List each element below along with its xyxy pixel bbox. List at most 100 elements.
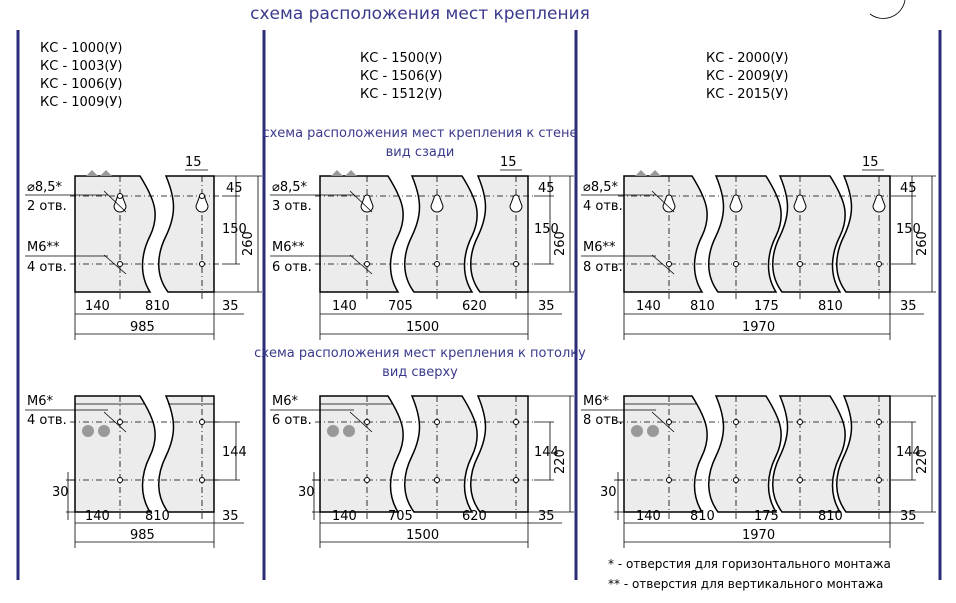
ceiling-seg-3-2: 810	[690, 509, 715, 524]
corner-arc	[869, 0, 906, 19]
ceiling-dim-total-3: 220	[915, 449, 930, 474]
wall-total-1: 985	[130, 320, 155, 335]
ceiling-vdims-2: 144 220	[520, 395, 574, 513]
wall-panel-1970	[618, 170, 896, 300]
ceiling-dim-mid-1: 144	[222, 445, 247, 460]
wall-thread-3: М6**	[583, 240, 616, 255]
model-3-2: КС - 2009(У)	[706, 69, 788, 84]
ceiling-labels-1: М6* 4 отв. 30	[25, 394, 108, 520]
wall-dim-top-2: 45	[538, 181, 555, 196]
wall-vdims-3: 45 150 260 15	[862, 155, 936, 293]
ceiling-seg-1-3: 35	[222, 509, 239, 524]
wall-total-3: 1970	[742, 320, 775, 335]
ceiling-seg-2-1: 140	[332, 509, 357, 524]
ceiling-seg-3-1: 140	[636, 509, 661, 524]
ceiling-hdims-3: 140 810 175 810 35 1970	[623, 509, 924, 548]
wall-hdims-1: 140 810 35 985	[74, 292, 244, 340]
wall-seg-3-5: 35	[900, 299, 917, 314]
wall-heading: схема расположения мест крепления к стен…	[262, 126, 577, 141]
wall-seg-3-2: 810	[690, 299, 715, 314]
wall-seg-3-1: 140	[636, 299, 661, 314]
wall-hole-d-2: ⌀8,5*	[272, 180, 308, 195]
wall-dim-total-3: 260	[915, 231, 930, 256]
model-1-4: КС - 1009(У)	[40, 95, 122, 110]
wall-total-2: 1500	[406, 320, 439, 335]
wall-hole-count-a-2: 3 отв.	[272, 199, 312, 214]
ceiling-labels-3: М6* 8 отв. 30	[581, 394, 656, 520]
wall-hole-count-a-1: 2 отв.	[27, 199, 67, 214]
wall-seg-1-1: 140	[85, 299, 110, 314]
wall-panel-1500	[315, 170, 534, 300]
wall-seg-2-1: 140	[332, 299, 357, 314]
ceiling-vdims-1: 144	[206, 421, 247, 481]
ceiling-offset-1: 30	[52, 485, 69, 500]
ceiling-total-3: 1970	[742, 528, 775, 543]
ceiling-thread-1: М6*	[27, 394, 53, 409]
wall-subheading: вид сзади	[386, 145, 455, 160]
ceiling-seg-3-5: 35	[900, 509, 917, 524]
wall-seg-3-3: 175	[754, 299, 779, 314]
ceiling-seg-2-3: 620	[462, 509, 487, 524]
wall-seg-3-4: 810	[818, 299, 843, 314]
ceiling-count-2: 6 отв.	[272, 413, 312, 428]
models-group-1: КС - 1000(У) КС - 1003(У) КС - 1006(У) К…	[40, 41, 122, 110]
ceiling-offset-3: 30	[600, 485, 617, 500]
model-1-1: КС - 1000(У)	[40, 41, 122, 56]
wall-seg-1-3: 35	[222, 299, 239, 314]
wall-thread-2: М6**	[272, 240, 305, 255]
ceiling-seg-2-4: 35	[538, 509, 555, 524]
diagram-title: схема расположения мест крепления	[250, 4, 590, 24]
footnote-horizontal: * - отверстия для горизонтального монтаж…	[608, 557, 891, 571]
wall-seg-2-2: 705	[388, 299, 413, 314]
ceiling-dim-mid-3: 144	[896, 445, 921, 460]
ceiling-vdims-3: 144 220	[882, 395, 936, 513]
wall-dim-mid-2: 150	[534, 222, 559, 237]
ceiling-total-2: 1500	[406, 528, 439, 543]
wall-hole-d-1: ⌀8,5*	[27, 180, 63, 195]
wall-hole-count-a-3: 4 отв.	[583, 199, 623, 214]
ceiling-labels-2: М6* 6 отв. 30	[270, 394, 354, 520]
model-2-3: КС - 1512(У)	[360, 87, 442, 102]
wall-dim-edge-3: 15	[862, 155, 879, 170]
wall-vdims-1: 45 150 260 15	[185, 155, 262, 293]
wall-dim-total-1: 260	[241, 231, 256, 256]
wall-labels-2: ⌀8,5* 3 отв. М6** 6 отв.	[270, 180, 354, 275]
wall-dim-edge-1: 15	[185, 155, 202, 170]
ceiling-seg-1-1: 140	[85, 509, 110, 524]
ceiling-hdims-1: 140 810 35 985	[74, 509, 244, 548]
ceiling-dim-total-2: 220	[553, 449, 568, 474]
ceiling-thread-3: М6*	[583, 394, 609, 409]
ceiling-panel-1970	[618, 395, 896, 520]
wall-seg-2-4: 35	[538, 299, 555, 314]
ceiling-seg-3-3: 175	[754, 509, 779, 524]
ceiling-count-1: 4 отв.	[27, 413, 67, 428]
wall-seg-1-2: 810	[145, 299, 170, 314]
ceiling-heading: схема расположения мест крепления к пото…	[254, 346, 586, 361]
ceiling-hdims-2: 140 705 620 35 1500	[319, 509, 562, 548]
wall-hole-d-3: ⌀8,5*	[583, 180, 619, 195]
wall-dim-top-3: 45	[900, 181, 917, 196]
wall-labels-1: ⌀8,5* 2 отв. М6** 4 отв.	[25, 180, 108, 275]
footnote-vertical: ** - отверстия для вертикального монтажа	[608, 577, 883, 591]
model-2-2: КС - 1506(У)	[360, 69, 442, 84]
wall-seg-2-3: 620	[462, 299, 487, 314]
wall-hdims-2: 140 705 620 35 1500	[319, 292, 562, 340]
ceiling-seg-2-2: 705	[388, 509, 413, 524]
model-3-3: КС - 2015(У)	[706, 87, 788, 102]
model-2-1: КС - 1500(У)	[360, 51, 442, 66]
models-group-3: КС - 2000(У) КС - 2009(У) КС - 2015(У)	[706, 51, 788, 102]
ceiling-seg-3-4: 810	[818, 509, 843, 524]
wall-hdims-3: 140 810 175 810 35 1970	[623, 292, 924, 340]
ceiling-dim-mid-2: 144	[534, 445, 559, 460]
models-group-2: КС - 1500(У) КС - 1506(У) КС - 1512(У)	[360, 51, 442, 102]
wall-dim-edge-2: 15	[500, 155, 517, 170]
model-1-3: КС - 1006(У)	[40, 77, 122, 92]
wall-vdims-2: 45 150 260 15	[500, 155, 574, 293]
wall-dim-total-2: 260	[553, 231, 568, 256]
wall-dim-mid-1: 150	[222, 222, 247, 237]
ceiling-total-1: 985	[130, 528, 155, 543]
ceiling-count-3: 8 отв.	[583, 413, 623, 428]
wall-hole-count-b-2: 6 отв.	[272, 260, 312, 275]
